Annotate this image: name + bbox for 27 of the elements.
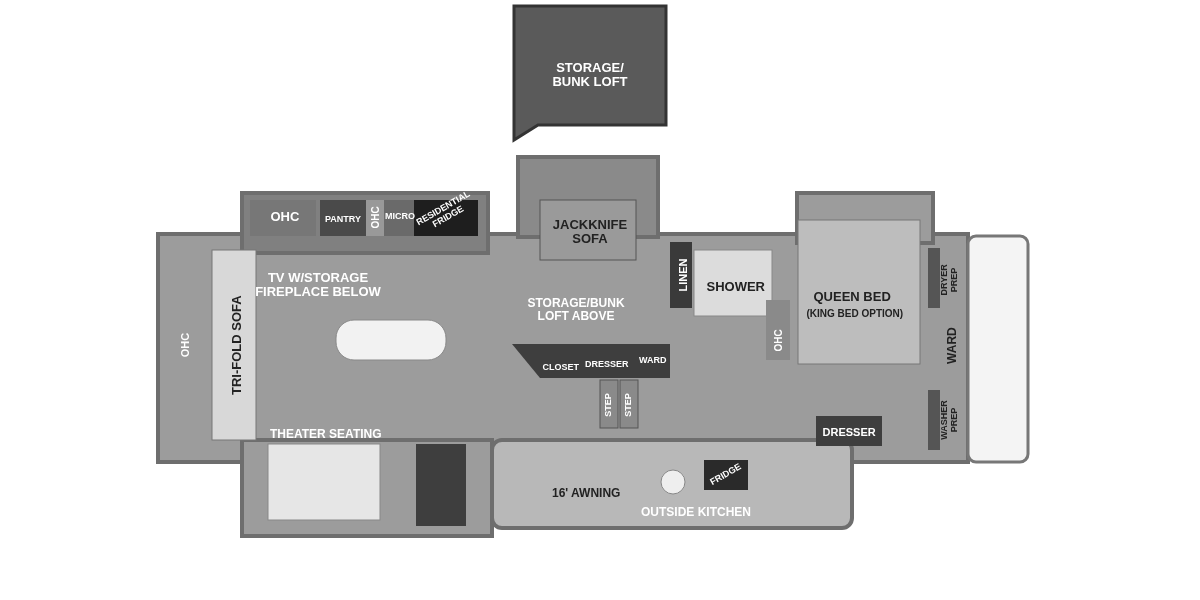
part-label: JACKKNIFE SOFA [551, 217, 629, 247]
part-label: DRYER PREP [940, 263, 960, 298]
part-label: DRESSER [822, 426, 876, 439]
part-label: OHC [772, 328, 784, 352]
part-label: QUEEN BED [813, 290, 891, 305]
part-label: OHC [369, 205, 381, 229]
part-label: STEP [603, 393, 614, 417]
part-label: OHC [179, 332, 192, 358]
part-label: TRI-FOLD SOFA [229, 295, 244, 395]
part-label: WARD [639, 356, 667, 366]
part-label: WARD [945, 326, 959, 364]
part-label: STORAGE/ BUNK LOFT [551, 60, 629, 90]
part-label: MICRO [385, 212, 415, 222]
part-label: CLOSET [542, 363, 579, 373]
part-label: STEP [623, 393, 634, 417]
part-label: THEATER SEATING [270, 427, 382, 441]
part-label: OHC [270, 210, 300, 225]
part-label: 16' AWNING [552, 486, 621, 500]
part-label: (KING BED OPTION) [806, 307, 904, 319]
part-label: SHOWER [706, 280, 765, 295]
part-label: OUTSIDE KITCHEN [641, 505, 751, 519]
part-label: WASHER PREP [940, 399, 960, 440]
part-label: STORAGE/BUNK LOFT ABOVE [526, 297, 626, 324]
part-label: TV W/STORAGE FIREPLACE BELOW [254, 270, 382, 300]
part-label: DRESSER [585, 360, 629, 370]
part-label: PANTRY [325, 215, 361, 225]
part-label: LINEN [676, 258, 690, 292]
